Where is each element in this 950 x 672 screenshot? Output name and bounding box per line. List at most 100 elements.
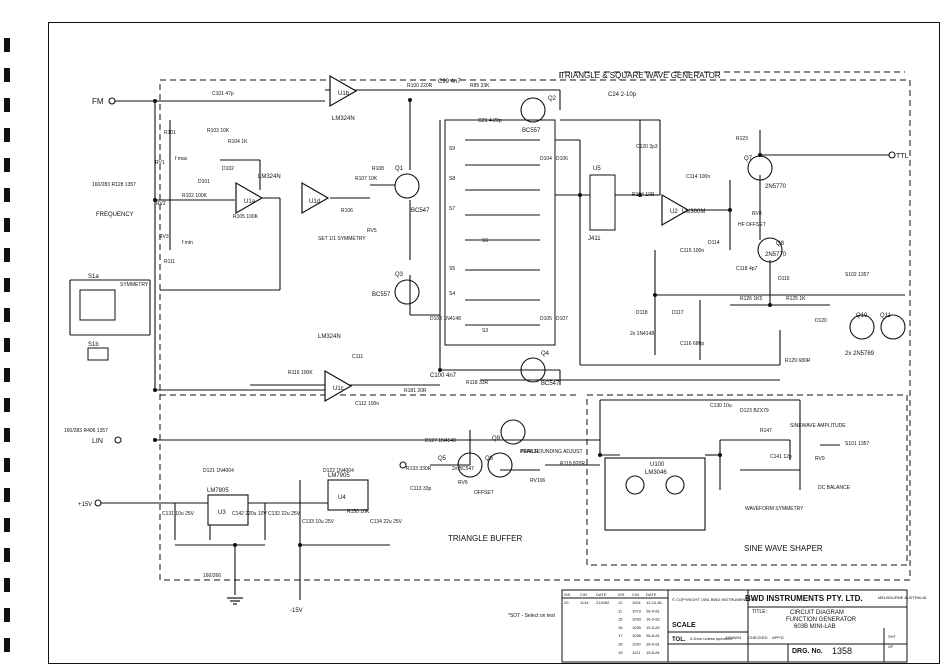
u1c-label: U1c <box>333 386 344 392</box>
s9-label: S9 <box>449 146 455 152</box>
tol-value: 0.2mm unless specified <box>690 636 732 641</box>
lm3046-label: LM3046 <box>645 470 667 476</box>
q11-label: Q11 <box>880 313 892 319</box>
d120-label: D120 <box>815 318 827 324</box>
r107-label: R107 10K <box>355 176 378 182</box>
q7-label: Q7 <box>744 156 753 162</box>
q4-label: Q4 <box>541 351 550 357</box>
rev-table-cell: 1095 <box>632 625 642 630</box>
r105-label: R105 100K <box>233 214 259 220</box>
title-block <box>561 589 908 663</box>
rev-header-cell: ISS <box>564 592 571 597</box>
q2-label: Q2 <box>548 96 557 102</box>
c142-label: C142 220u 10V <box>232 511 267 517</box>
c101-label: C101 47p <box>212 91 234 97</box>
c115-label: C115 100n <box>680 248 704 254</box>
c112-label: C112 100n <box>355 401 379 407</box>
q3-type-label: BC557 <box>372 292 391 298</box>
r111-label: R111 <box>164 259 175 265</box>
c120-label: C120 3p3 <box>636 144 658 150</box>
company-location: MELBOURNE AUSTRALIA <box>878 595 927 600</box>
rev-table-cell: 19-8-81 <box>646 650 661 655</box>
r181-label: R181 20R <box>404 388 427 394</box>
s102-label: S102 1357 <box>845 272 869 278</box>
c132-label: C132 22u 25V <box>268 511 301 517</box>
r147-label: R147 <box>760 428 772 434</box>
s8-label: S8 <box>449 176 455 182</box>
sinewave-amplitude-label: SINEWAVE AMPLITUDE <box>790 423 846 429</box>
q9-type-label: PN4121 <box>521 449 539 455</box>
peak-rounding-label: PEAK ROUNDING ADJUST <box>520 449 583 455</box>
rev-table-cell: 18 <box>618 642 623 647</box>
junction-dots <box>153 98 772 547</box>
drawn-label: DRAWN <box>726 635 741 640</box>
d115-label: D115 <box>778 276 790 282</box>
u1d-label: U1d <box>309 199 320 205</box>
ref-160-266: 160/266 <box>203 573 221 579</box>
s5-label: S5 <box>449 266 455 272</box>
q1-label: Q1 <box>395 166 404 172</box>
rev-header-cell: DATE <box>596 592 607 597</box>
opamp-u1d <box>301 182 329 214</box>
lm7905-label: LM7905 <box>328 473 350 479</box>
r102-label: R102 100K <box>182 193 208 199</box>
switch-s1 <box>79 289 116 361</box>
lin-input-label: LIN <box>92 438 103 445</box>
dashed-boundaries <box>159 71 911 581</box>
r129-label: R129 680R <box>785 358 811 364</box>
q7-type-label: 2N5770 <box>765 184 787 190</box>
copyright-note: © COPYRIGHT 1981 BWD INSTRUMENTS P/L <box>672 597 758 602</box>
d102-label: D102 <box>222 166 234 172</box>
s4-label: S4 <box>449 291 455 297</box>
u2-label: U2 <box>670 209 678 215</box>
fm-input-label: FM <box>92 97 104 106</box>
u1a-label: U1a <box>244 199 256 205</box>
ttl-output-label: TTL <box>896 153 909 160</box>
checked-label: CHECKED <box>748 635 768 640</box>
sheet-value: OF <box>888 644 894 649</box>
title-line-1: CIRCUIT DIAGRAM <box>790 610 844 616</box>
c133-label: C133 10u 25V <box>302 519 335 525</box>
rev-header-cell: ISS <box>618 592 625 597</box>
d121-label: D121 1N4004 <box>203 468 234 474</box>
sheet-label: SHT <box>888 634 897 639</box>
rv3-label: RV3 <box>159 234 169 240</box>
rev-table-cell: 12 <box>618 600 623 605</box>
q1-type-label: BC547 <box>411 208 430 214</box>
lm7805-label: LM7805 <box>207 488 229 494</box>
lm324-label-a: LM324N <box>258 174 281 180</box>
rev-table-cell: 1096 <box>632 633 642 638</box>
c131-label: C131 10u 25V <box>162 511 195 517</box>
opamp-u1a <box>235 182 263 214</box>
rev-table-cell: 28-9-81 <box>646 608 661 613</box>
title-line-3: 603B MINI-LAB <box>794 624 836 630</box>
regulator-u4 <box>327 479 369 511</box>
rev-table-cell: 17 <box>618 633 623 638</box>
rv9-label: RV9 <box>815 456 825 462</box>
rev-table-cell: 1073 <box>632 608 642 613</box>
symmetry-switch-label: SYMMETRY <box>120 282 149 288</box>
c24-label: C24 2-10p <box>608 92 637 98</box>
frequency-label: FREQUENCY <box>96 212 134 218</box>
d106-label: D106 <box>556 156 568 162</box>
q3-label: Q3 <box>395 272 404 278</box>
rev-table-cell: 1144 <box>580 600 589 605</box>
q6-label: Q6 <box>485 456 494 462</box>
lm324-label-c: LM324N <box>318 334 341 340</box>
r108-label: R108 <box>372 166 384 172</box>
q4-type-label: BC547 <box>541 381 560 387</box>
rv5-label: RV5 <box>367 228 377 234</box>
r116-label: R116 100K <box>288 370 313 376</box>
q9-label: Q9 <box>492 436 501 442</box>
title-line-2: FUNCTION GENERATOR <box>786 617 857 623</box>
cz1-label: CZ1 4-20p <box>478 118 502 124</box>
q8-label: Q8 <box>776 241 785 247</box>
plus15-label: +15V <box>78 502 92 508</box>
rev-header-cell: C/N <box>632 592 639 597</box>
r123-label: R123 <box>736 136 748 142</box>
drg-label: DRG. No. <box>792 648 823 655</box>
j411-label: J411 <box>588 236 601 242</box>
hf-offset-label: HF OFFSET <box>738 222 766 228</box>
